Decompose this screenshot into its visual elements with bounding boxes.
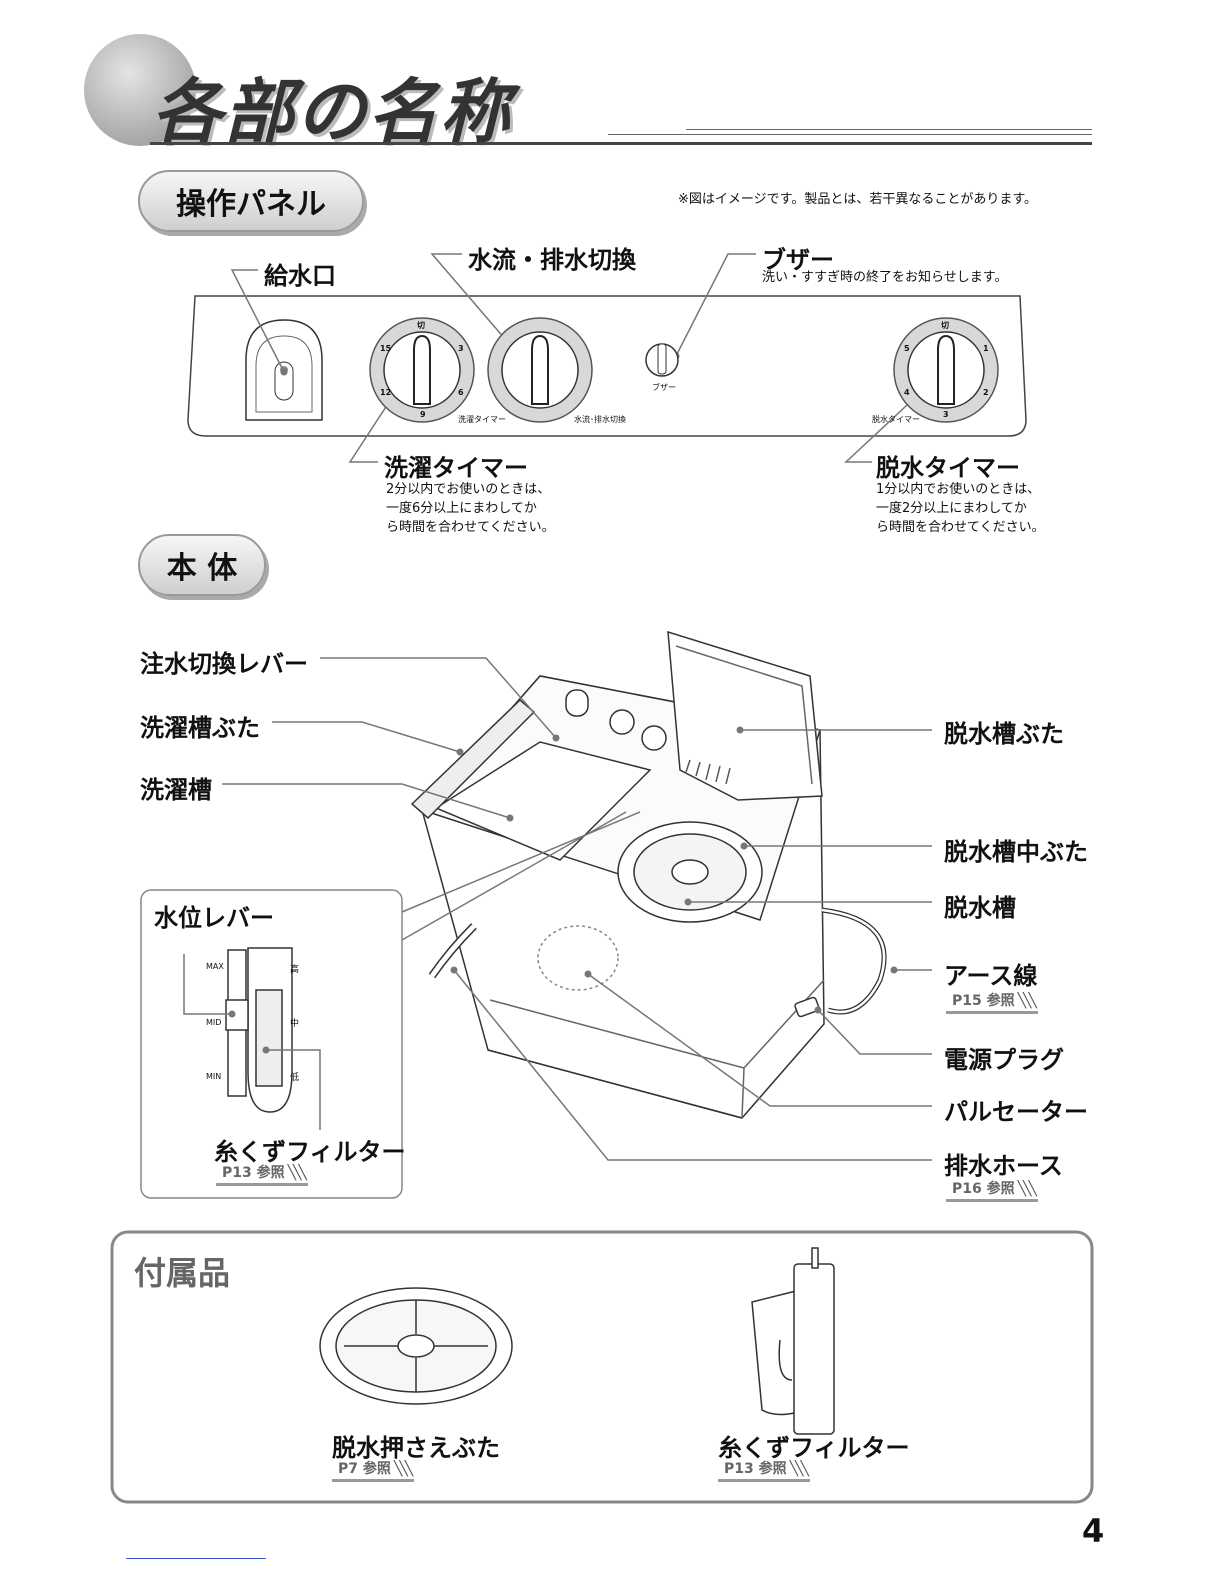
wash-timer-description: 2分以内でお使いのときは、 一度6分以上にまわしてか ら時間を合わせてください。 [386,482,555,535]
flow-switch-dial [487,317,593,423]
image-note: ※図はイメージです。製品とは、若干異なることがあります。 [678,192,1038,207]
water-mark-mid: MID [206,1018,222,1027]
water-level-title: 水位レバー [154,904,274,932]
earth-wire-label: アース線 [944,962,1038,990]
drain-hose-label: 排水ホース [944,1152,1063,1180]
flow-switch-label: 水流・排水切換 [468,246,636,274]
buzzer-label: ブザー [762,246,834,274]
earth-wire-ref: P15 参照╲╲╲ [946,990,1038,1014]
spin-timer-description: 1分以内でお使いのときは、 一度2分以上にまわしてか ら時間を合わせてください。 [876,482,1045,535]
lint-filter-ref: P13 参照╲╲╲ [216,1162,308,1186]
spin-dial-caption: 脱水タイマー [872,415,920,424]
accessories-heading: 付属品 [134,1254,231,1292]
buzzer-description: 洗い・すすぎ時の終了をお知らせします。 [762,270,1008,285]
pulsator-label: パルセーター [944,1098,1088,1126]
water-inlet-label: 給水口 [264,262,336,290]
water-mark-max: MAX [206,962,224,971]
spin-lid-label: 脱水槽ぶた [944,720,1064,748]
panel-heading: 操作パネル [138,170,364,232]
title-rule-thin-2 [686,129,1092,130]
wash-tub-label: 洗濯槽 [140,776,212,804]
wash-lid-label: 洗濯槽ぶた [140,714,260,742]
wash-mark: 3 [458,344,464,353]
spin-mark: 切 [941,321,949,330]
wash-mark: 切 [417,321,425,330]
accessory-name: 糸くずフィルター [718,1434,910,1462]
spin-mark: 5 [904,344,910,353]
water-mark-low: 低 [290,1073,300,1083]
water-mark-min: MIN [206,1072,222,1081]
buzzer-caption: ブザー [652,383,676,392]
wash-mark: 15 [380,344,392,353]
wash-timer-dial [369,317,475,423]
plug-label: 電源プラグ [944,1046,1064,1074]
buzzer-switch [645,343,679,377]
spin-mark: 1 [983,344,989,353]
spin-tub-label: 脱水槽 [944,894,1016,922]
accessory-ref: P13 参照╲╲╲ [718,1458,810,1482]
spin-mark: 4 [904,388,910,397]
wash-mark: 6 [458,388,464,397]
lint-filter-label: 糸くずフィルター [214,1138,406,1166]
body-heading: 本 体 [138,534,266,596]
page-title: 各部の名称 [152,71,512,153]
accessory-name: 脱水押さえぶた [332,1434,500,1462]
wash-dial-caption: 洗濯タイマー [458,415,506,424]
wash-mark: 9 [420,410,426,419]
spin-mark: 3 [943,410,949,419]
water-mark-medium: 中 [290,1019,300,1029]
page-number: 4 [1082,1512,1105,1550]
inlet-lever-label: 注水切換レバー [140,650,308,678]
title-rule [150,142,1092,145]
wash-timer-label: 洗濯タイマー [384,454,528,482]
wash-mark: 12 [380,388,392,397]
spin-inner-lid-label: 脱水槽中ぶた [944,838,1088,866]
spin-timer-label: 脱水タイマー [876,454,1020,482]
spin-mark: 2 [983,388,989,397]
water-mark-high: 高 [290,965,300,975]
title-circle-decor [84,34,196,146]
title-rule-thin-1 [608,134,1092,135]
spin-timer-dial [893,317,999,423]
accessory-ref: P7 参照╲╲╲ [332,1458,415,1482]
footer-rule [126,1558,266,1559]
flow-dial-caption: 水流･排水切換 [574,415,626,424]
drain-hose-ref: P16 参照╲╲╲ [946,1178,1038,1202]
